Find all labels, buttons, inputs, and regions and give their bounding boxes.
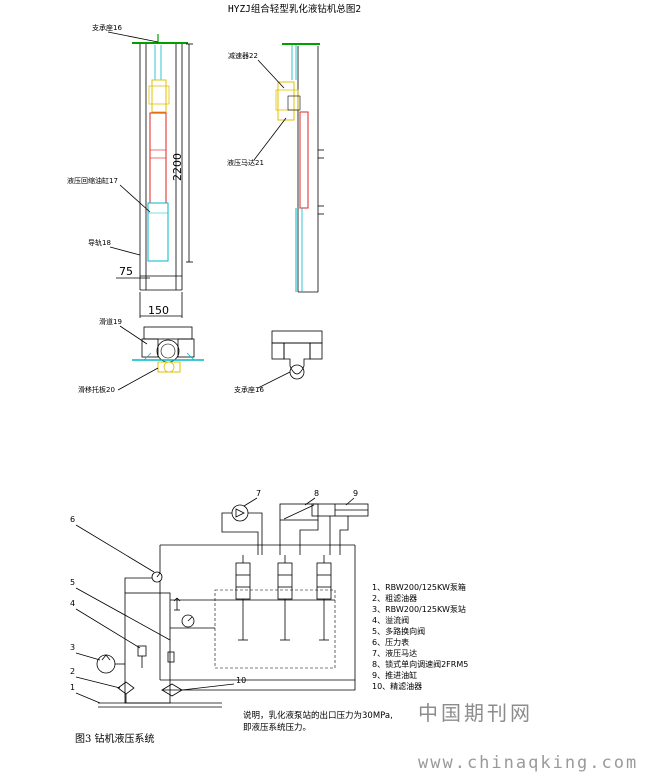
legend-item: 10、精滤油器 xyxy=(372,681,422,691)
dimension-width: 150 xyxy=(148,304,169,317)
label-motor21: 液压马达21 xyxy=(227,158,264,167)
legend-item: 8、锁式单向调速阀2FRM5 xyxy=(372,659,468,669)
slide-section xyxy=(132,326,204,373)
label-cylinder17: 液压回缩油缸17 xyxy=(67,176,118,185)
component-number-10: 10 xyxy=(236,676,246,685)
figure1-title: HYZJ组合轻型乳化液钻机总图2 xyxy=(228,3,361,15)
component-number-4: 4 xyxy=(70,599,75,608)
left-assembly-view: 2200 75 150 xyxy=(116,34,193,318)
legend-item: 5、多路换向阀 xyxy=(372,626,425,636)
legend-item: 6、压力表 xyxy=(372,637,409,647)
legend-item: 9、推进油缸 xyxy=(372,670,417,680)
label-rail18: 导轨18 xyxy=(88,238,111,247)
label-slide19: 滑道19 xyxy=(99,317,122,326)
legend-item: 2、粗滤油器 xyxy=(372,593,417,603)
component-number-7: 7 xyxy=(256,489,261,498)
dimension-height: 2200 xyxy=(171,153,184,181)
component-number-6: 6 xyxy=(70,515,75,524)
support-section xyxy=(271,330,323,380)
component-number-9: 9 xyxy=(353,489,358,498)
hydraulic-schematic xyxy=(96,503,369,708)
legend-item: 4、溢流阀 xyxy=(372,615,409,625)
watermark-url: www.chinaqking.com xyxy=(418,753,638,773)
component-legend: 1、RBW200/125KW泵箱 2、粗滤油器 3、RBW200/125KW泵站… xyxy=(372,582,468,691)
system-note-line1: 说明，乳化液泵站的出口压力为30MPa, xyxy=(243,710,393,721)
right-assembly-view xyxy=(275,43,324,293)
legend-item: 3、RBW200/125KW泵站 xyxy=(372,604,466,614)
label-plate20: 滑移托板20 xyxy=(78,385,115,394)
component-number-2: 2 xyxy=(70,667,75,676)
label-support16-top: 支承座16 xyxy=(92,23,122,32)
component-number-3: 3 xyxy=(70,643,75,652)
component-number-1: 1 xyxy=(70,683,75,692)
legend-item: 7、液压马达 xyxy=(372,648,417,658)
watermark-cn: 中国期刊网 xyxy=(418,701,533,725)
system-note-line2: 即液压系统压力。 xyxy=(243,722,311,733)
component-number-8: 8 xyxy=(314,489,319,498)
label-reducer22: 减速器22 xyxy=(228,51,258,60)
dimension-offset: 75 xyxy=(119,265,133,278)
legend-item: 1、RBW200/125KW泵箱 xyxy=(372,582,466,592)
component-number-5: 5 xyxy=(70,578,75,587)
figure3-caption: 图3 钻机液压系统 xyxy=(75,732,155,745)
label-support16-bottom: 支承座16 xyxy=(234,385,264,394)
